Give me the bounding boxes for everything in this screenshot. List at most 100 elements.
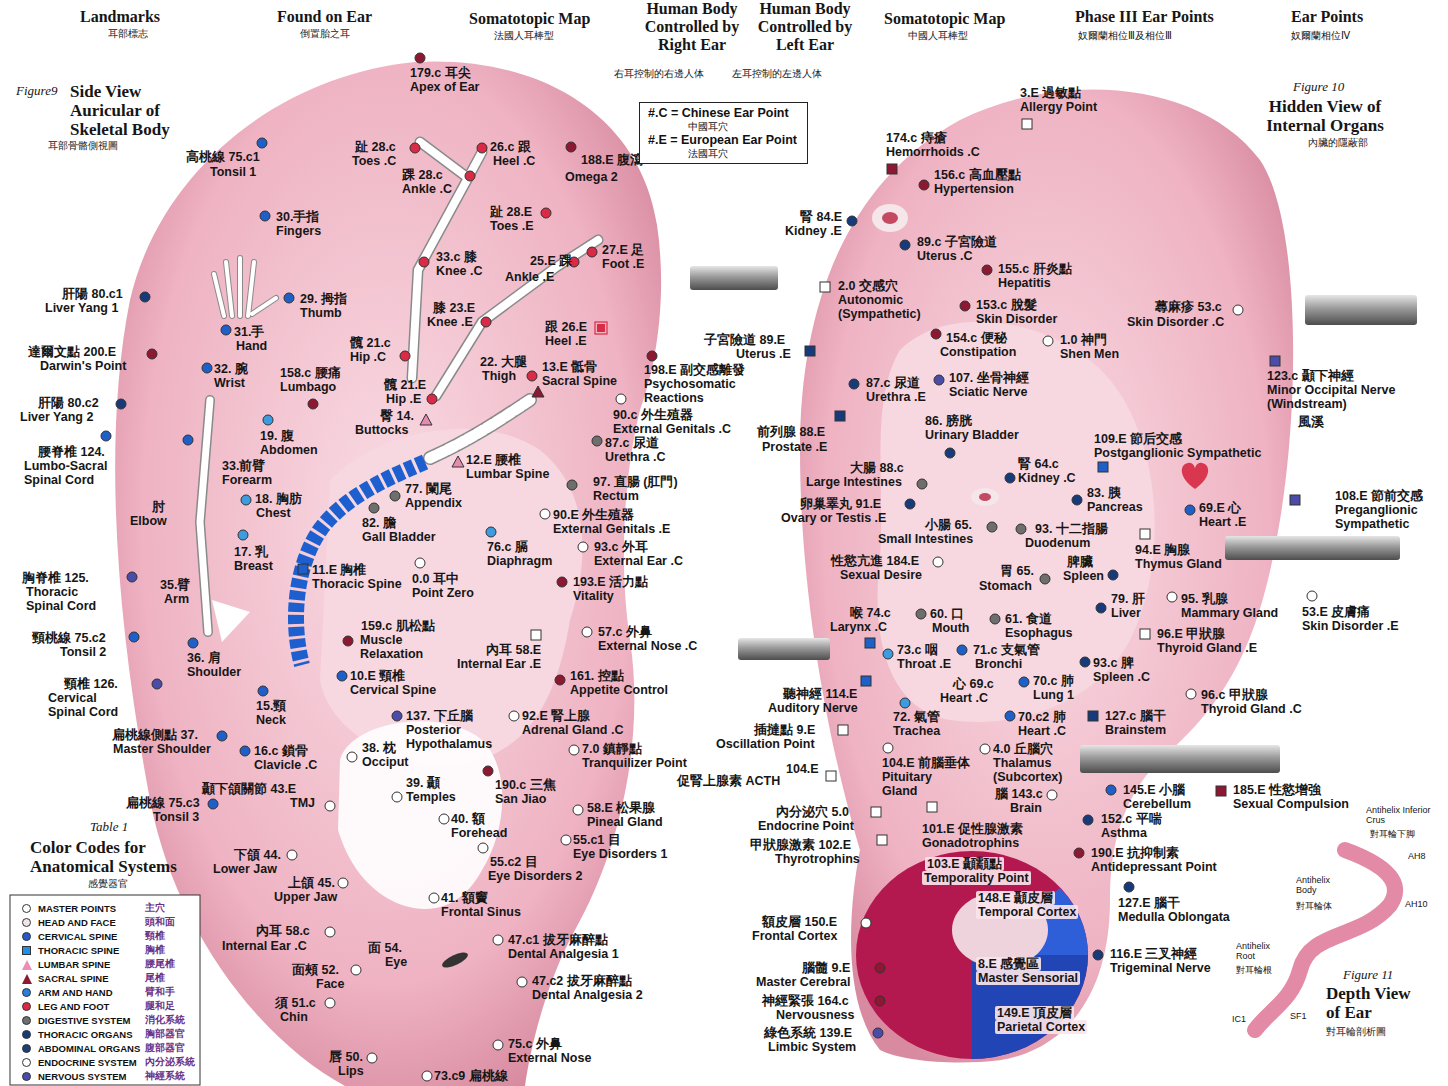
- point-marker: [392, 711, 402, 721]
- legend-chinese: 腰尾椎: [145, 959, 175, 970]
- point-label: 甲狀腺激素 102.E: [750, 838, 851, 852]
- figure-title: Side View Auricular of Skeletal Body: [70, 82, 200, 139]
- point-label: 93.c 外耳: [594, 540, 648, 554]
- point-label: Postganglionic Sympathetic: [1094, 446, 1261, 460]
- point-label: 綠色系統 139.E: [764, 1026, 852, 1040]
- point-marker: [258, 686, 268, 696]
- point-label: 69.E 心: [1199, 501, 1241, 515]
- point-label: 77. 闌尾: [405, 482, 452, 496]
- point-label: Posterior Hypothalamus: [406, 723, 506, 751]
- point-label: 膝 23.E: [433, 301, 475, 315]
- point-label: 152.c 平喘: [1101, 812, 1162, 826]
- point-label: 87.c 尿道: [866, 376, 920, 390]
- point-label: 190.E 抗抑制素: [1091, 846, 1179, 860]
- legend-swatch: [22, 932, 31, 941]
- point-label: Lumbar Spine: [466, 467, 549, 481]
- point-label: 內分泌穴 5.0: [776, 805, 849, 819]
- figure-title: Color Codes for Anatomical Systems: [30, 838, 210, 876]
- point-label: Trachea: [893, 724, 940, 738]
- point-label: Heart .C: [940, 691, 988, 705]
- column-header: Found on Ear: [277, 8, 372, 26]
- point-label: 子宮險道 89.E: [704, 333, 785, 347]
- point-label: Elbow: [130, 514, 167, 528]
- point-label: Eye Disorders 2: [488, 869, 583, 883]
- legend-chinese: 神經系統: [145, 1071, 185, 1082]
- point-label: Upper Jaw: [274, 890, 337, 904]
- legend-swatch: [22, 1016, 31, 1025]
- point-label: Master Sensorial: [976, 971, 1080, 985]
- point-label: 內耳 58.c: [256, 924, 310, 938]
- point-label: 肝陽 80.c2: [38, 396, 99, 410]
- point-label: 15.頸: [256, 699, 286, 713]
- point-label: 小腸 65.: [925, 518, 972, 532]
- legend-text: SACRAL SPINE: [38, 973, 109, 984]
- point-marker: [838, 725, 848, 735]
- figure-number: Table 1: [90, 820, 128, 835]
- point-label: 41. 額竇: [441, 891, 488, 905]
- point-label: Hepatitis: [998, 276, 1051, 290]
- point-marker: [390, 491, 400, 501]
- point-label: Lips: [338, 1064, 364, 1078]
- legend-text: DIGESTIVE SYSTEM: [38, 1015, 130, 1026]
- point-label: Throat .E: [897, 657, 951, 671]
- point-label: 156.c 高血壓點: [934, 168, 1021, 182]
- point-marker: [945, 448, 955, 458]
- point-label: 3.E 過敏點: [1020, 86, 1081, 100]
- point-label: 193.E 活力點: [573, 575, 648, 589]
- point-marker: [527, 371, 537, 381]
- point-marker: [439, 814, 449, 824]
- point-label: Allergy Point: [1020, 100, 1097, 114]
- point-label: 35.臂: [160, 578, 190, 592]
- point-marker: [582, 627, 592, 637]
- point-marker: [343, 636, 353, 646]
- point-label: 神經緊張 164.c: [762, 994, 849, 1008]
- point-marker: [183, 435, 193, 445]
- point-marker: [980, 744, 990, 754]
- point-marker: [578, 542, 588, 552]
- column-header: Somatotopic Map: [469, 10, 590, 28]
- chinese-caption: 中國人耳棒型: [908, 30, 968, 41]
- point-label: 149.E 頂皮層: [995, 1006, 1074, 1020]
- point-marker: [338, 878, 348, 888]
- point-label: 61. 食道: [1005, 612, 1052, 626]
- point-label: Antidepressant Point: [1091, 860, 1217, 874]
- point-label: 臀 14.: [380, 409, 414, 423]
- point-marker: [573, 805, 583, 815]
- small-label: 對耳輪根: [1236, 966, 1272, 976]
- point-label: 腦髓 9.E: [802, 961, 850, 975]
- point-label: 58.E 松果腺: [587, 801, 655, 815]
- point-marker: [861, 676, 871, 686]
- point-marker: [900, 240, 910, 250]
- point-marker: [325, 998, 335, 1008]
- point-label: Appetite Control: [570, 683, 668, 697]
- key-text: 中國耳穴: [648, 121, 799, 133]
- point-marker: [900, 698, 910, 708]
- legend-text: ARM AND HAND: [38, 987, 113, 998]
- point-label: 60. 口: [930, 607, 964, 621]
- point-label: 16.c 鎖骨: [254, 744, 308, 758]
- legend-swatch: [22, 988, 31, 997]
- point-label: 73.c9 扁桃線: [434, 1069, 508, 1083]
- point-marker: [883, 743, 893, 753]
- point-marker: [493, 1040, 503, 1050]
- point-label: Forehead: [451, 826, 507, 840]
- point-label: Cervical Spinal Cord: [48, 691, 128, 719]
- point-label: 79. 肝: [1111, 592, 1145, 606]
- point-label: Thumb: [300, 306, 342, 320]
- point-label: Liver Yang 2: [20, 410, 93, 424]
- point-label: 17. 乳: [234, 545, 268, 559]
- point-marker: [1106, 785, 1116, 795]
- point-marker: [483, 766, 493, 776]
- chinese-caption: 內臟的隱蔽部: [1308, 137, 1368, 148]
- point-label: Kidney .C: [1018, 471, 1076, 485]
- point-marker: [415, 558, 425, 568]
- eye-symbol: [440, 950, 470, 971]
- point-marker: [871, 807, 881, 817]
- point-label: 190.c 三焦: [495, 778, 556, 792]
- chinese-caption: 左耳控制的左邊人体: [732, 68, 822, 79]
- point-marker: [367, 1053, 377, 1063]
- point-label: 卵巢睪丸 91.E: [800, 497, 881, 511]
- point-label: Duodenum: [1025, 536, 1090, 550]
- point-marker: [569, 745, 579, 755]
- point-label: Hip .E: [386, 392, 421, 406]
